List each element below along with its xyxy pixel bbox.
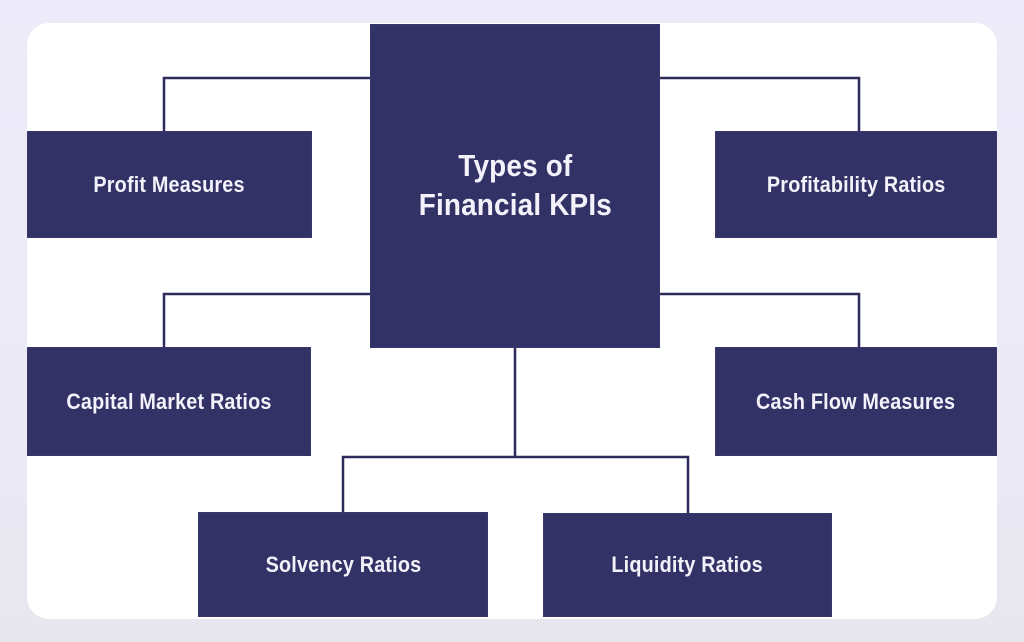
node-cash-flow-measures-label: Cash Flow Measures (756, 388, 956, 414)
node-profit-measures: Profit Measures (27, 131, 312, 238)
node-profitability-ratios-label: Profitability Ratios (766, 171, 946, 197)
node-capital-market-ratios: Capital Market Ratios (27, 347, 311, 456)
node-profit-measures-label: Profit Measures (93, 171, 246, 197)
node-solvency-ratios-label: Solvency Ratios (265, 551, 421, 577)
center-label-line2: Financial KPIs (418, 187, 612, 222)
node-liquidity-ratios-label: Liquidity Ratios (611, 552, 764, 577)
node-capital-market-ratios-label: Capital Market Ratios (66, 388, 272, 414)
node-types-of-financial-kpis: Types of Financial KPIs (370, 24, 660, 348)
node-center-label: Types of Financial KPIs (418, 147, 611, 225)
center-label-line1: Types of (457, 148, 573, 184)
node-profitability-ratios: Profitability Ratios (715, 131, 997, 238)
node-cash-flow-measures: Cash Flow Measures (715, 347, 997, 456)
node-solvency-ratios: Solvency Ratios (198, 512, 488, 617)
node-liquidity-ratios: Liquidity Ratios (543, 513, 832, 617)
